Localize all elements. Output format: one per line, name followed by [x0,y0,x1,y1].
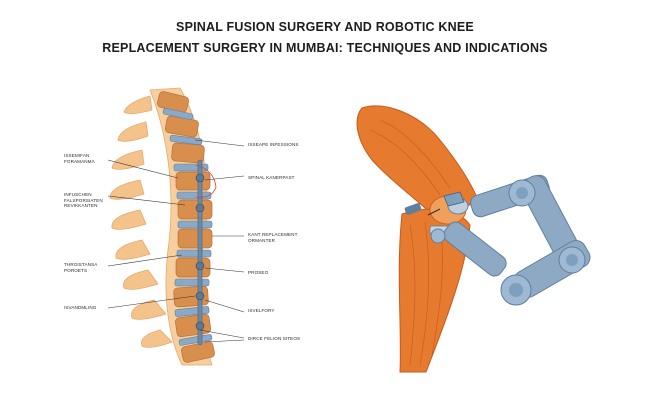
page-title-line-1: SPINAL FUSION SURGERY AND ROBOTIC KNEE [176,20,474,34]
robot-joints [430,179,586,306]
highlight-outline [195,164,217,198]
fusion-hardware [195,159,205,346]
label-spinal-kanerpast: SPINAL KANERPAST [248,175,295,180]
label-infuschen-falsporsiaten: INFUSCHEN FALSPORSIATEN REVIKKANTEN [64,192,103,209]
label-proseo: PROSEO [248,270,269,275]
label-isseape-infessions: ISSEAPE INFESSIONS [248,142,299,147]
spine-illustration [109,87,217,366]
page-title-line-2: REPLACEMENT SURGERY IN MUMBAI: TECHNIQUE… [102,41,548,55]
label-kant-replacement-ormanter: KANT REPLACEMENT ORMANTER [248,232,298,243]
robot-arm-segments [443,174,591,298]
robot-gripper [404,191,465,216]
leader-lines [107,139,245,343]
label-throistansa-poroets: THROISTANSA POROETS [64,262,98,273]
label-dirce-felion-siteos: DIRCE FELION SITEOS [248,336,301,341]
spinous-processes [109,95,173,348]
label-isvelfory: ISVELFORY [248,308,275,313]
label-issemifan-foramanma: ISSEMIFAN FORAMANMA [64,153,95,164]
label-isvandmling: ISVANDMLING [64,305,97,310]
knee-illustration [356,105,479,373]
robot-arm-illustration [404,174,591,306]
